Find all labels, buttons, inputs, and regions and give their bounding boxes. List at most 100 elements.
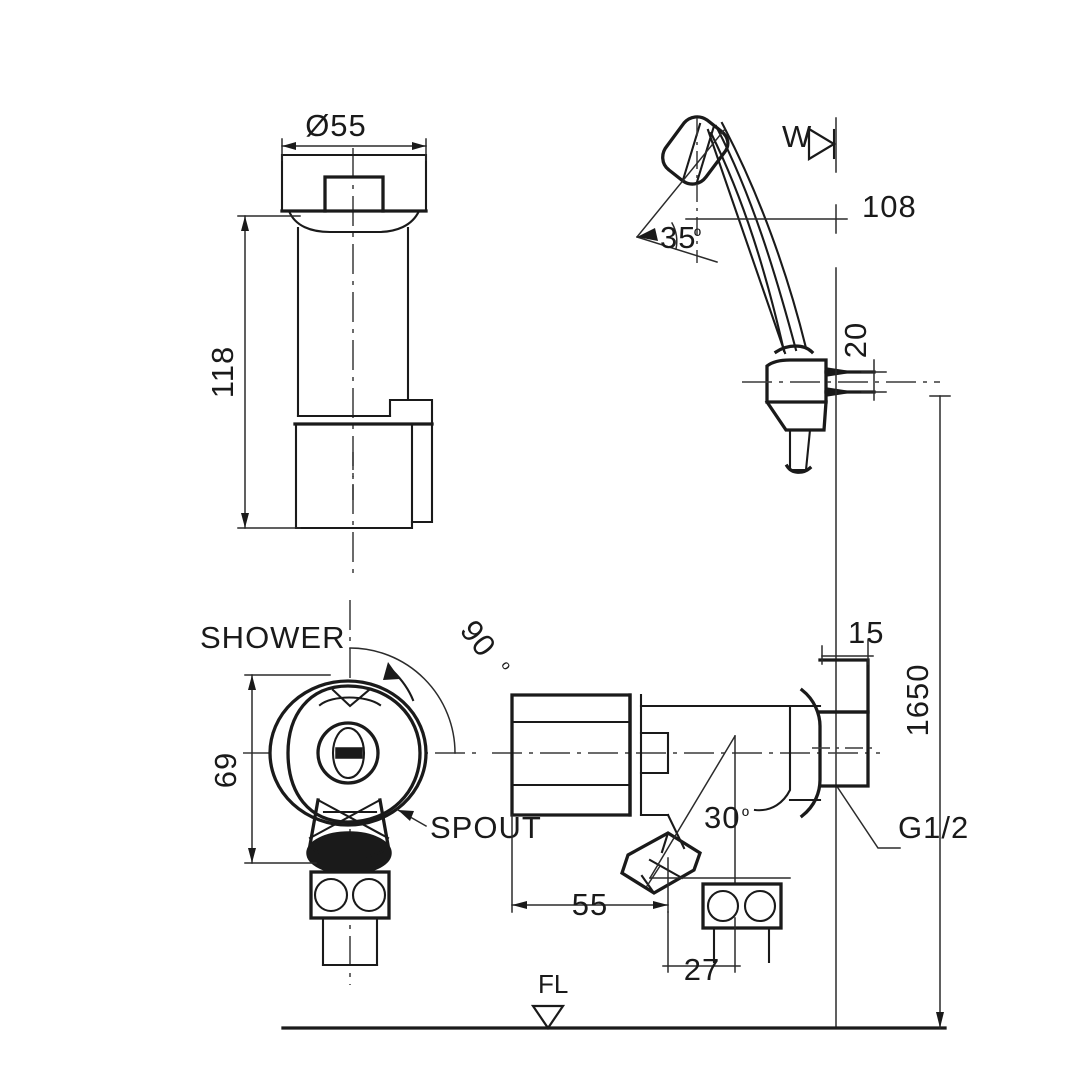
dim-text-ang90-deg: º <box>492 659 513 677</box>
arrow-d55-left <box>512 901 527 909</box>
dim-text-dia55: Ø55 <box>305 108 367 143</box>
lever-arm-rib <box>648 858 684 880</box>
dim-text-d55: 55 <box>572 887 608 922</box>
shower-holder <box>742 358 940 474</box>
dim-text-d15: 15 <box>848 615 884 650</box>
barrel-step-notch <box>388 398 434 425</box>
cap-chamfer <box>287 209 421 234</box>
holder-lower-cone <box>764 399 828 432</box>
nipple-upper <box>818 658 870 714</box>
angle35-arc <box>670 221 678 250</box>
dimension-h69: 69 <box>208 674 331 864</box>
barrel-sides <box>296 226 410 418</box>
handle-edge-inner <box>709 131 786 353</box>
connector-bore-left <box>313 877 349 913</box>
fl-triangle-icon <box>530 1004 566 1030</box>
lower-collar-notch <box>410 422 434 524</box>
spout-outlet-edge <box>308 843 390 859</box>
cap-outline <box>280 153 428 213</box>
label-wall-w: W <box>782 119 812 154</box>
outlet-connector-side <box>701 882 783 964</box>
leader-thread <box>836 786 901 849</box>
side-connector-bore-right <box>743 889 777 923</box>
indicator-wedge <box>331 688 371 708</box>
angle35-ray-upper <box>635 127 727 239</box>
lever-pivot-leader <box>645 864 662 888</box>
lever-slot <box>335 747 363 759</box>
handle-edge-mid <box>714 124 798 352</box>
cap-rect <box>510 693 632 817</box>
holder-stem-end <box>784 463 813 474</box>
dimension-d55: 55 <box>511 814 669 922</box>
connector-tail <box>321 916 379 967</box>
side-connector-bore-left <box>706 889 740 923</box>
dimension-h1650: 1650 <box>900 395 951 1029</box>
stem-nose <box>639 731 670 775</box>
side-lever-arm <box>620 831 702 895</box>
wall-triangle-icon <box>807 127 837 161</box>
body-bottom-right <box>753 704 792 812</box>
dimension-d27: 27 <box>662 911 741 987</box>
arc-90-arrowhead <box>383 662 400 680</box>
label-thread: G1/2 <box>898 810 969 845</box>
spray-head-body <box>661 115 730 186</box>
holder-body <box>765 358 828 404</box>
arrow-d55-right <box>653 901 668 909</box>
lever-arm-body <box>620 831 702 895</box>
wall-marker-w: W <box>782 119 837 161</box>
view-handle-elevation: Ø55 118 <box>205 108 434 580</box>
dim-text-ang35-deg: º <box>694 226 701 247</box>
handle-edge-left <box>706 128 787 355</box>
dim-text-ang35: 35 <box>660 220 696 255</box>
view-hand-shower: 35 º W 108 <box>635 115 940 474</box>
floor-level-marker: FL <box>530 969 568 1030</box>
callout-thread: G1/2 <box>836 786 969 849</box>
angle35-arrow <box>637 228 658 241</box>
arrow-h69-bottom <box>248 848 256 863</box>
arrow-dia55-left <box>282 142 296 150</box>
arrow-h1650-bottom <box>936 1012 944 1028</box>
connector-bore-right <box>351 877 387 913</box>
flange-edges <box>788 704 822 802</box>
top-boss <box>323 175 385 213</box>
side-handle-cap <box>510 693 670 817</box>
holder-fixing-arrow-top <box>825 367 853 377</box>
leader-spout-arrow <box>398 810 414 821</box>
dim-text-ang30-deg: º <box>742 806 749 827</box>
wall-flange <box>788 658 876 819</box>
indicator-arc <box>318 696 382 707</box>
angle30-ray-diagonal <box>648 734 737 880</box>
dimension-angle-35: 35 º <box>635 127 727 263</box>
dim-text-ang30: 30 <box>704 800 740 835</box>
lower-collar <box>294 422 414 530</box>
outlet-connector-front <box>309 870 391 967</box>
dimension-d15: 15 <box>821 615 884 665</box>
label-shower: SHOWER <box>200 620 346 655</box>
label-fl: FL <box>538 969 568 999</box>
dim-text-ang90: 90 <box>453 613 503 663</box>
lever-arm-edge2 <box>660 831 670 854</box>
dimension-d20: 20 <box>838 322 887 401</box>
arrow-h69-top <box>248 675 256 690</box>
angle35-ray-lower <box>636 236 718 263</box>
view-mixer-side: 30 º 15 G1/2 <box>492 615 969 1030</box>
view-mixer-front: 90 º SHOWER SPOUT <box>200 600 541 985</box>
holder-fixing-arrow-bottom <box>825 387 853 397</box>
dim-text-h1650: 1650 <box>900 664 935 737</box>
spout-throat <box>306 798 392 875</box>
nipple-body <box>818 710 870 788</box>
side-connector-tail <box>712 926 771 964</box>
dim-text-d27: 27 <box>684 952 720 987</box>
dim-text-h69: 69 <box>208 752 243 788</box>
handle-ferrule <box>773 344 815 355</box>
arrow-dia55-right <box>412 142 426 150</box>
spout-crosshatch <box>308 798 390 840</box>
dimension-dia55: Ø55 <box>281 108 427 161</box>
cap-ribs <box>510 720 632 787</box>
arc-90-outer <box>349 647 456 754</box>
arrow-h118-bottom <box>241 513 249 528</box>
dimension-h118: 118 <box>205 215 301 529</box>
hand-shower-head <box>661 115 730 186</box>
